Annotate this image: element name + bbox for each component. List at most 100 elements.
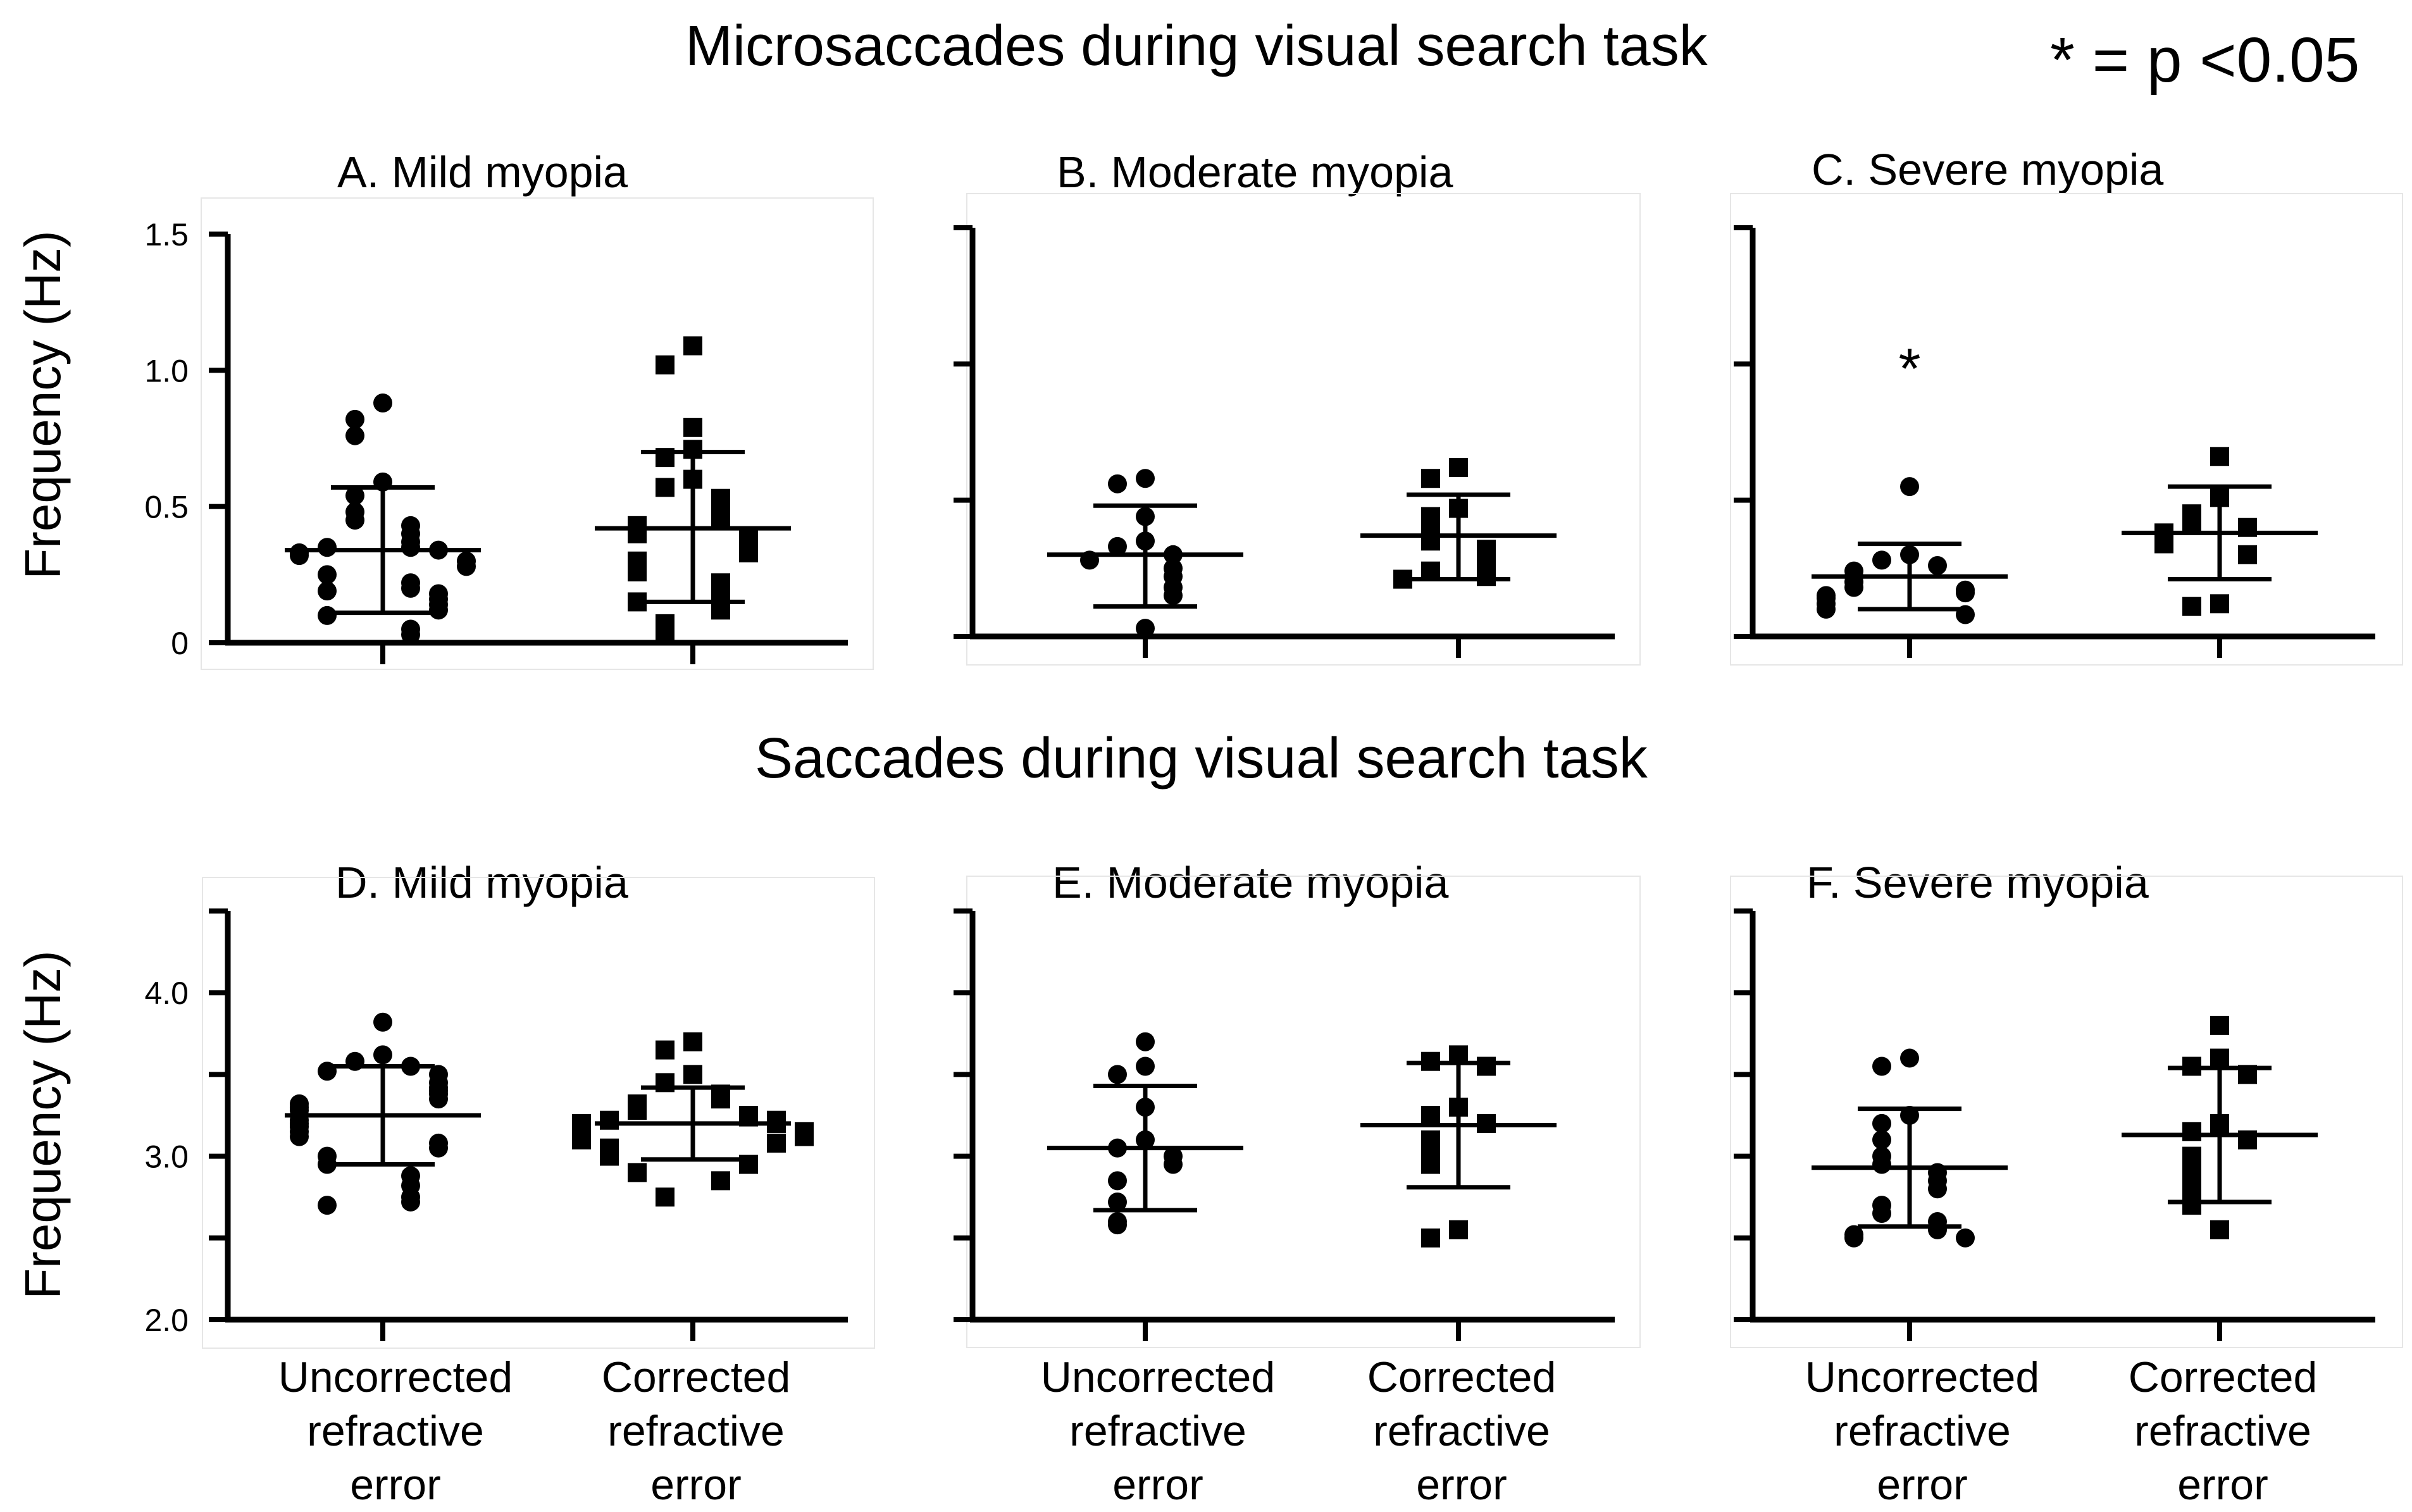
panel-d-point (656, 1187, 674, 1207)
panel-b-point (1136, 469, 1155, 488)
panel-b-point (1449, 457, 1468, 477)
panel-a-point (345, 426, 364, 445)
panel-f-point (1872, 1057, 1891, 1076)
panel-e-point (1108, 1215, 1127, 1235)
panel-c-point (2238, 545, 2257, 564)
panel-d-point (683, 1032, 702, 1051)
panel-d-category-label-1: Uncorrected refractive error (278, 1353, 513, 1509)
panel-e-point (1421, 1155, 1440, 1174)
panel-c-point (1956, 583, 1975, 603)
panel-e-category-label-2: Corrected refractive error (1367, 1353, 1557, 1509)
panel-c-point (2182, 512, 2201, 532)
panel-d-y-tick-label: 2.0 (144, 1303, 189, 1338)
panel-a-point (345, 511, 364, 530)
panel-f-point (1872, 1155, 1891, 1174)
panel-a-point (656, 478, 674, 497)
panel-a-y-tick-label: 1.0 (144, 353, 189, 388)
panel-d-y-tick-label: 3.0 (144, 1139, 189, 1175)
panel-e-point (1449, 1220, 1468, 1239)
panel-c-point (2154, 534, 2173, 554)
panel-c-title: C. Severe myopia (1812, 145, 2164, 194)
panel-c-point (2182, 597, 2201, 616)
panel-d-point (318, 1196, 337, 1215)
panel-a-y-tick-label: 0 (171, 626, 189, 661)
panel-e-point (1477, 1057, 1496, 1076)
panel-a-frame (201, 197, 874, 670)
panel-b-point (1421, 469, 1440, 488)
panel-b-point (1477, 567, 1496, 586)
panel-b-point (1164, 586, 1183, 605)
panel-d-point (373, 1045, 392, 1065)
panel-d-title: D. Mild myopia (335, 858, 628, 907)
panel-f-point (2182, 1122, 2201, 1141)
panel-f-point (1956, 1228, 1975, 1248)
panel-f-point (1844, 1228, 1863, 1248)
panel-b-point (1108, 536, 1127, 556)
panel-f-point (2182, 1155, 2201, 1174)
panel-a-point (656, 622, 674, 641)
panel-e-point (1136, 1057, 1155, 1076)
panel-f-point (1928, 1220, 1947, 1239)
panel-f-title: F. Severe myopia (1806, 858, 2149, 907)
panel-f-point (1872, 1130, 1891, 1149)
panel-a-point (683, 336, 702, 356)
panel-c-point (2210, 594, 2229, 614)
panel-d-point (795, 1127, 814, 1146)
panel-e-point (1108, 1171, 1127, 1191)
panel-a-point (318, 605, 337, 625)
panel-c-frame (1730, 193, 2403, 666)
panel-a-y-tick-label: 0.5 (144, 490, 189, 525)
panel-e-point (1421, 1106, 1440, 1125)
panel-d-point (290, 1127, 309, 1146)
panel-f-point (2182, 1196, 2201, 1215)
saccades-title: Saccades during visual search task (755, 727, 1648, 790)
panel-d-point (600, 1146, 619, 1166)
panel-f-point (1928, 1179, 1947, 1199)
panel-e-title: E. Moderate myopia (1052, 858, 1449, 907)
panel-d-point (767, 1133, 786, 1153)
panel-b-frame (966, 193, 1641, 666)
panel-c-point (1817, 599, 1836, 619)
significance-note: * = p <0.05 (2050, 25, 2360, 96)
panel-a-point (683, 418, 702, 437)
panel-c-significance-asterisk: * (1898, 337, 1920, 400)
panel-f-point (2182, 1179, 2201, 1199)
panel-f-point (1872, 1204, 1891, 1224)
panel-a-point (401, 578, 420, 598)
panel-c-point (1844, 578, 1863, 597)
panel-a-point (457, 557, 476, 576)
panel-e-category-label-1: Uncorrected refractive error (1040, 1353, 1276, 1509)
panel-d-point (683, 1065, 702, 1084)
panel-d-point (628, 1163, 647, 1182)
panel-a-point (401, 538, 420, 557)
panel-a-point (318, 538, 337, 557)
panel-c-point (1928, 556, 1947, 576)
panel-d-point (656, 1040, 674, 1060)
panel-e-point (1108, 1192, 1127, 1211)
panel-d-category-label-2: Corrected refractive error (601, 1353, 791, 1509)
panel-a-point (345, 409, 364, 429)
panel-f-point (2210, 1015, 2229, 1035)
panel-d-frame (202, 877, 875, 1349)
panel-b-point (1421, 507, 1440, 526)
panel-e-frame (966, 876, 1641, 1348)
panel-d-point (628, 1101, 647, 1120)
panel-f-point (1872, 1113, 1891, 1133)
panel-c-point (1872, 550, 1891, 570)
panel-a-point (401, 625, 420, 645)
panel-e-point (1136, 1032, 1155, 1051)
panel-a-point (318, 565, 337, 585)
panel-c-point (2210, 447, 2229, 466)
panel-d-point (600, 1110, 619, 1130)
panel-e-point (1421, 1228, 1440, 1248)
panel-d-point (711, 1089, 730, 1109)
panel-f-point (2210, 1220, 2229, 1239)
panel-b-point (1477, 550, 1496, 570)
panel-a-point (318, 581, 337, 601)
panel-d-point (318, 1155, 337, 1174)
panel-e-point (1164, 1155, 1183, 1174)
microsaccades-title: Microsaccades during visual search task (685, 15, 1708, 78)
panel-a-point (373, 393, 392, 413)
